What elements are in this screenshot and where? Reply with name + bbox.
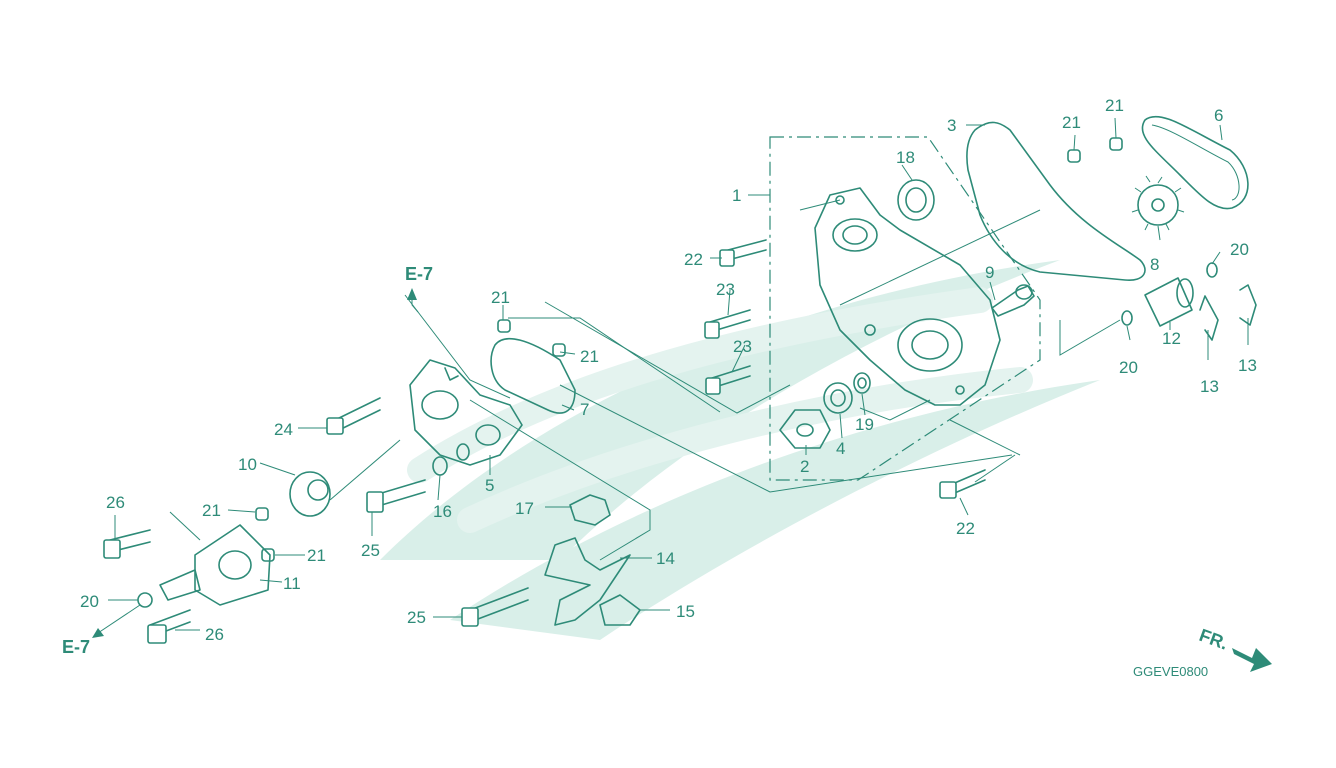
seal-18 <box>897 179 935 221</box>
bracket-14 <box>544 537 631 626</box>
callout-20c: 20 <box>80 592 99 611</box>
mechanical-seal <box>823 382 853 414</box>
assembly-leaders <box>169 199 1121 561</box>
callout-21f: 21 <box>307 546 326 565</box>
clip-13b <box>1239 284 1257 326</box>
callout-9: 9 <box>985 263 994 282</box>
collar <box>1144 277 1194 327</box>
drive-chain <box>1141 115 1249 210</box>
callout-10: 10 <box>238 455 257 474</box>
callout-numbers: 1 2 3 4 5 6 7 8 9 10 11 12 13 13 14 15 1… <box>80 96 1257 644</box>
callout-21b: 21 <box>1105 96 1124 115</box>
callout-19: 19 <box>855 415 874 434</box>
assembly-frame <box>769 136 1041 481</box>
callout-21e: 21 <box>202 501 221 520</box>
callout-13b: 13 <box>1238 356 1257 375</box>
reference-label-top: E-7 <box>405 264 433 284</box>
callout-25a: 25 <box>361 541 380 560</box>
clip-13a <box>1199 295 1219 341</box>
callout-23b: 23 <box>733 337 752 356</box>
callout-1: 1 <box>732 186 741 205</box>
callout-21d: 21 <box>580 347 599 366</box>
callout-24: 24 <box>274 420 293 439</box>
callout-7: 7 <box>580 400 589 419</box>
callout-2: 2 <box>800 457 809 476</box>
callout-8: 8 <box>1150 255 1159 274</box>
arrow-up-icon <box>407 288 417 300</box>
callout-4: 4 <box>836 439 845 458</box>
callout-23a: 23 <box>716 280 735 299</box>
bolts <box>103 239 986 644</box>
thermostat-cover <box>159 524 271 606</box>
callout-20b: 20 <box>1119 358 1138 377</box>
impeller <box>779 409 831 449</box>
callout-20a: 20 <box>1230 240 1249 259</box>
o-ring-20a <box>1206 262 1218 278</box>
callout-22a: 22 <box>684 250 703 269</box>
callout-21c: 21 <box>491 288 510 307</box>
thermostat <box>289 471 331 517</box>
callout-5: 5 <box>485 476 494 495</box>
pump-shaft <box>991 284 1035 317</box>
callout-15: 15 <box>676 602 695 621</box>
callout-14: 14 <box>656 549 675 568</box>
reference-label-bottom: E-7 <box>62 637 90 657</box>
switch-17 <box>569 494 611 526</box>
diagram-code: GGEVE0800 <box>1133 664 1208 679</box>
gasket-7 <box>490 337 576 414</box>
cap-15 <box>599 594 641 626</box>
oil-seal <box>853 372 871 394</box>
callout-21a: 21 <box>1062 113 1081 132</box>
washer-16b <box>456 443 470 461</box>
direction-label: FR. <box>1197 625 1231 654</box>
pump-body <box>814 187 1001 406</box>
callout-3: 3 <box>947 116 956 135</box>
callout-25b: 25 <box>407 608 426 627</box>
callout-17: 17 <box>515 499 534 518</box>
o-ring-20b <box>1121 310 1133 326</box>
callout-6: 6 <box>1214 106 1223 125</box>
callout-18: 18 <box>896 148 915 167</box>
gasket-3 <box>966 121 1146 281</box>
callout-13a: 13 <box>1200 377 1219 396</box>
pump-cover <box>409 359 523 466</box>
callout-22b: 22 <box>956 519 975 538</box>
arrow-down-left-icon <box>92 628 104 638</box>
callout-11: 11 <box>283 574 301 593</box>
sprocket <box>1131 175 1185 231</box>
watermark-logo <box>380 260 1100 640</box>
callout-12: 12 <box>1162 329 1181 348</box>
direction-arrow-icon <box>1232 648 1272 672</box>
callout-26a: 26 <box>106 493 125 512</box>
o-ring-20c <box>137 592 153 608</box>
callout-26b: 26 <box>205 625 224 644</box>
callout-16: 16 <box>433 502 452 521</box>
